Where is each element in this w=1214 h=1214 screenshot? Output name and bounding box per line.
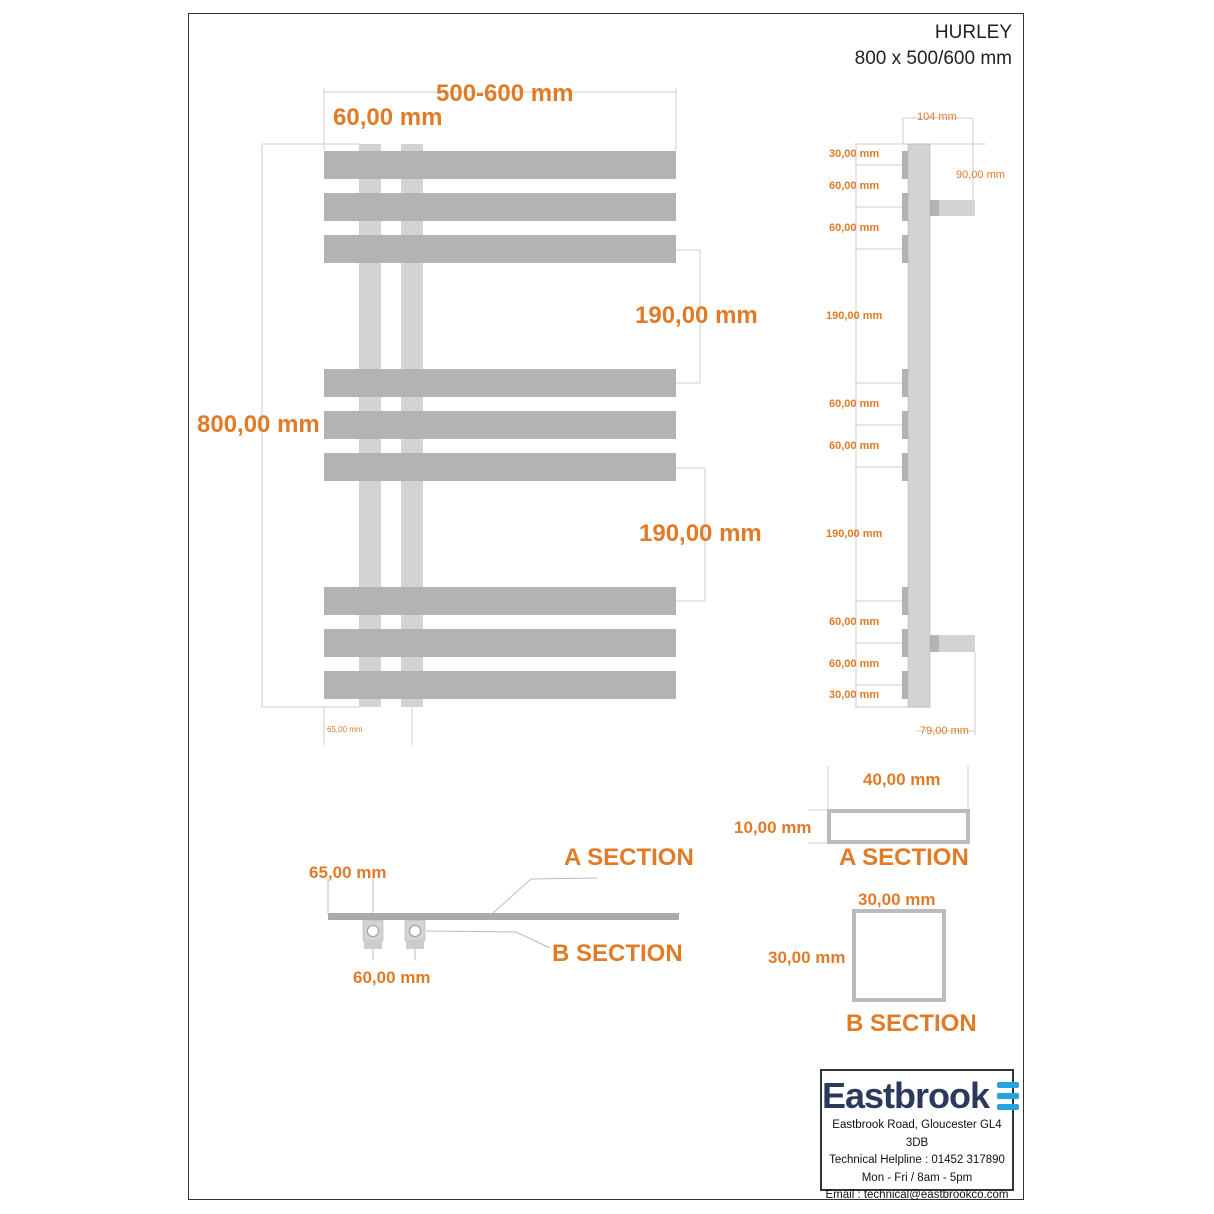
b-section-height: 30,00 mm <box>768 948 846 967</box>
upright-spacing-label: 60,00 mm <box>333 104 443 131</box>
a-section-height: 10,00 mm <box>734 818 812 837</box>
bottom-label: 79,00 mm <box>920 725 969 737</box>
a-section-title: A SECTION <box>839 844 969 871</box>
front-view <box>261 88 706 745</box>
width-label: 500-600 mm <box>436 80 574 107</box>
plan-view <box>327 877 679 960</box>
b-section-profile <box>852 909 946 1002</box>
b-section-title: B SECTION <box>846 1010 977 1037</box>
bracket-label: 90,00 mm <box>956 169 1005 181</box>
plan-b-section-label: B SECTION <box>552 940 683 967</box>
side-spacing-label: 60,00 mm <box>829 180 880 192</box>
plan-offset-label: 65,00 mm <box>309 863 387 882</box>
address: Eastbrook Road, Gloucester GL4 3DB <box>832 1119 1002 1149</box>
model-size: 800 x 500/600 mm <box>854 48 1012 69</box>
depth-label: 104 mm <box>917 111 957 123</box>
side-spacing-label: 190,00 mm <box>826 528 883 540</box>
model-name: HURLEY <box>934 22 1012 43</box>
front-bars <box>324 151 676 699</box>
plan-spacing-label: 60,00 mm <box>353 968 431 987</box>
gap-lower-label: 190,00 mm <box>639 520 762 547</box>
side-spacing-label: 60,00 mm <box>829 658 880 670</box>
plan-a-section-label: A SECTION <box>564 844 694 871</box>
b-section-width: 30,00 mm <box>858 890 936 909</box>
side-spacing-label: 30,00 mm <box>829 148 880 160</box>
hours: Mon - Fri / 8am - 5pm <box>861 1171 973 1184</box>
gap-upper-label: 190,00 mm <box>635 302 758 329</box>
email[interactable]: Email : technical@eastbrookco.com <box>825 1189 1009 1201</box>
offset-label: 65,00 mm <box>327 725 363 734</box>
side-spacing-label: 60,00 mm <box>829 440 880 452</box>
eastbrook-logo: Eastbrook <box>822 1075 1020 1117</box>
side-view <box>855 117 985 735</box>
side-spacing-label: 30,00 mm <box>829 689 880 701</box>
waves-icon <box>997 1082 1020 1110</box>
drawing-frame <box>188 13 1024 1200</box>
a-section-width: 40,00 mm <box>863 770 941 789</box>
side-spacing-label: 60,00 mm <box>829 222 880 234</box>
side-spacing-label: 60,00 mm <box>829 616 880 628</box>
side-spacing-label: 190,00 mm <box>826 310 883 322</box>
height-label: 800,00 mm <box>197 411 320 438</box>
side-spacing-label: 60,00 mm <box>829 398 880 410</box>
brand-name: Eastbrook <box>822 1075 990 1116</box>
helpline: Technical Helpline : 01452 317890 <box>829 1154 1005 1166</box>
a-section-profile <box>808 766 970 844</box>
contact-box: Eastbrook Eastbrook Road, Gloucester GL4… <box>820 1069 1020 1201</box>
